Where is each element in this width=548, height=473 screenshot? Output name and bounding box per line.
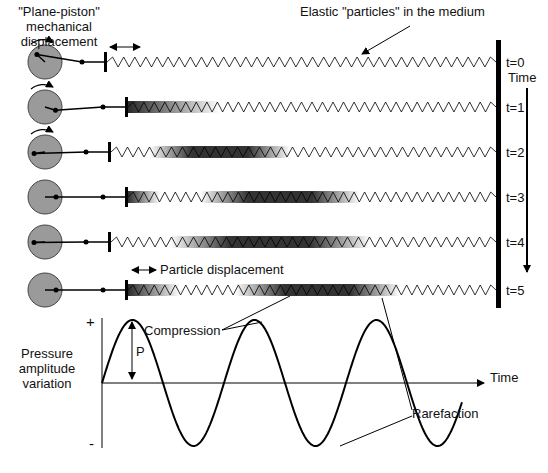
spring <box>111 147 496 157</box>
piston-plate <box>104 52 107 72</box>
time-step: t=3 <box>506 190 524 205</box>
connecting-rod <box>34 152 86 154</box>
time-label: Time <box>508 70 536 85</box>
pressure-wave <box>102 320 462 446</box>
piston-plate <box>108 232 111 252</box>
spring <box>128 285 496 295</box>
spring <box>128 192 496 202</box>
piston-plate <box>108 142 111 162</box>
medium-label: Elastic "particles" in the medium <box>300 4 485 19</box>
spring <box>111 237 496 247</box>
connecting-rod <box>56 289 103 291</box>
time-step: t=4 <box>506 235 524 250</box>
axis-label: Pressure amplitude variation <box>2 346 92 391</box>
crank-wheel <box>28 135 62 169</box>
piston-rod <box>82 61 104 63</box>
time-step: t=5 <box>506 283 524 298</box>
crank-arm <box>45 196 56 198</box>
rarefaction-label: Rarefaction <box>412 406 478 421</box>
rotation-arrow <box>31 130 53 134</box>
crank-wheel <box>28 90 62 124</box>
connecting-rod <box>56 196 103 198</box>
crank-arm <box>45 107 56 110</box>
piston-rod <box>103 289 125 291</box>
axis-label: Time <box>490 370 518 385</box>
piston-label: "Plane-piston" mechanical displacement <box>4 4 114 49</box>
compression-label: Compression <box>144 323 221 338</box>
time-step: t=1 <box>506 100 524 115</box>
crank-arm <box>45 289 56 291</box>
piston-rod <box>103 106 125 108</box>
axis-sign: + <box>86 314 95 329</box>
spring <box>128 102 496 112</box>
connecting-rod <box>34 241 86 243</box>
connecting-rod <box>37 55 82 62</box>
piston-rod <box>86 151 108 153</box>
time-step: t=2 <box>506 145 524 160</box>
axis-sign: - <box>89 436 94 451</box>
time-step: t=0 <box>506 55 524 70</box>
piston-rod <box>86 241 108 243</box>
crank-wheel <box>28 45 62 79</box>
amplitude-label: P <box>136 344 145 359</box>
piston-rod <box>103 196 125 198</box>
spring <box>107 57 496 67</box>
displacement-label: Particle displacement <box>160 262 284 277</box>
connecting-rod <box>56 107 103 110</box>
rotation-arrow <box>31 85 53 89</box>
